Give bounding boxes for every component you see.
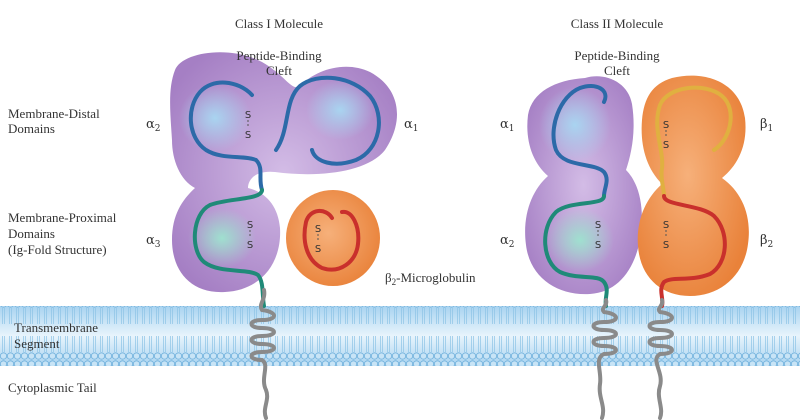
- label-proximal-line3: (Ig-Fold Structure): [8, 242, 107, 257]
- class2-title: Class II Molecule: [571, 16, 664, 31]
- class2-a2-core: [546, 208, 614, 272]
- disulfide-s: S: [247, 220, 253, 231]
- class1-cleft-line1: Peptide-Binding: [236, 48, 322, 63]
- class2-b2-label: β2: [760, 233, 773, 250]
- class2-disulfide-b2: S S: [663, 220, 669, 251]
- class2-b1-strand: [655, 85, 733, 198]
- class1-a3-core: [188, 208, 256, 268]
- class2-disulfide-b1: S S: [663, 120, 669, 151]
- disulfide-s: S: [663, 240, 669, 251]
- class2-beta-chain: [637, 75, 749, 296]
- class1-disulfide-a2: S S: [245, 110, 251, 141]
- class2-b1-label: β1: [760, 117, 773, 134]
- class2-a1-core: [539, 87, 611, 163]
- label-transmembrane-line2: Segment: [14, 336, 60, 351]
- lipid-bilayer: [0, 306, 800, 366]
- disulfide-s: S: [663, 220, 669, 231]
- class2-beta-transmembrane-helix: [647, 298, 674, 420]
- class2-alpha-transmembrane-helix: [591, 298, 618, 420]
- class2-cleft-line2: Cleft: [604, 63, 630, 78]
- class1-a3-label: α3: [146, 233, 161, 250]
- disulfide-s: S: [245, 110, 251, 121]
- label-transmembrane-line1: Transmembrane: [14, 320, 98, 335]
- class2-a1-strand: [551, 83, 609, 198]
- disulfide-s: S: [663, 120, 669, 131]
- class1-a1-strand: [274, 75, 381, 166]
- class1-transmembrane-helix: [249, 288, 276, 420]
- class1-b2m-label: β2-Microglobulin: [385, 270, 476, 287]
- class1-a3-strand: [192, 188, 266, 308]
- class2-a1-label: α1: [500, 117, 515, 134]
- class1-molecule: S S S S S S: [170, 52, 397, 420]
- class2-molecule: S S S S S S: [525, 75, 749, 420]
- disulfide-s: S: [315, 224, 321, 235]
- label-cytoplasmic-tail: Cytoplasmic Tail: [8, 380, 97, 395]
- class1-a1-label: α1: [404, 117, 419, 134]
- class1-b2m-strand: [302, 209, 361, 272]
- disulfide-s: S: [245, 130, 251, 141]
- class1-disulfide-a3: S S: [247, 220, 253, 251]
- class1-cleft-line2: Cleft: [266, 63, 292, 78]
- class2-cleft-line1: Peptide-Binding: [574, 48, 660, 63]
- class1-title: Class I Molecule: [235, 16, 323, 31]
- class2-a2-strand: [543, 194, 609, 308]
- label-proximal-line2: Domains: [8, 226, 55, 241]
- disulfide-s: S: [595, 220, 601, 231]
- class1-disulfide-b2m: S S: [315, 224, 321, 255]
- label-distal-line2: Domains: [8, 121, 55, 136]
- class1-a2-core: [179, 84, 251, 152]
- label-proximal-line1: Membrane-Proximal: [8, 210, 117, 225]
- disulfide-s: S: [663, 140, 669, 151]
- disulfide-s: S: [247, 240, 253, 251]
- class1-a2-strand: [188, 80, 264, 192]
- class1-a1-core: [306, 80, 374, 140]
- disulfide-s: S: [315, 244, 321, 255]
- membrane: [0, 306, 800, 366]
- disulfide-s: S: [595, 240, 601, 251]
- class2-a2-label: α2: [500, 233, 515, 250]
- class2-b2-strand: [659, 194, 727, 308]
- label-distal-line1: Membrane-Distal: [8, 106, 100, 121]
- class2-disulfide-a2: S S: [595, 220, 601, 251]
- class1-a2-label: α2: [146, 117, 161, 134]
